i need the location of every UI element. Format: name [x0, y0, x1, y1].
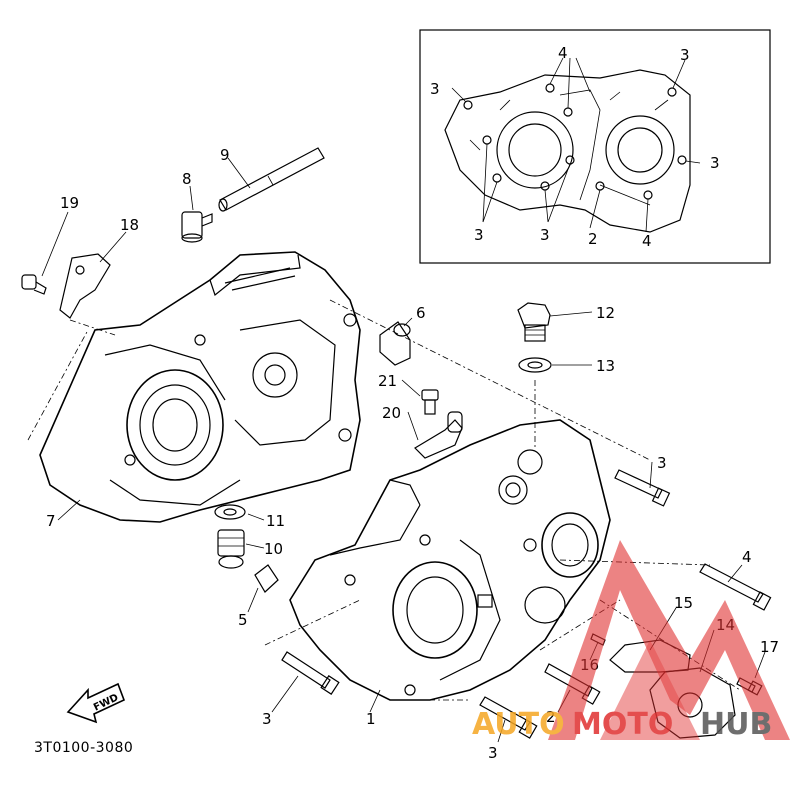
label-part-8: 8 [182, 170, 192, 188]
label-part-2: 2 [546, 708, 556, 726]
label-part-3-right: 3 [657, 454, 667, 472]
label-part-5: 5 [238, 611, 248, 629]
plug-part-10 [217, 529, 245, 569]
right-crankcase-half [289, 419, 611, 701]
inset-label-3-top-left: 3 [430, 80, 440, 98]
left-crankcase-half [39, 251, 361, 523]
bushing-part-6 [379, 321, 411, 366]
automotohub-watermark: AUTO MOTO HUB [472, 540, 790, 742]
label-part-3-bottom: 3 [488, 744, 498, 762]
label-part-15: 15 [674, 594, 693, 612]
bolt-part-3-bottom [479, 696, 538, 739]
label-part-7: 7 [46, 512, 56, 530]
inset-labels: 3 3 3 3 3 4 4 2 [430, 44, 720, 250]
label-part-9: 9 [220, 146, 230, 164]
inset-label-4-bottom: 4 [642, 232, 652, 250]
inset-label-3-top-right: 3 [680, 46, 690, 64]
watermark-text-moto: MOTO [572, 707, 673, 742]
fitting-part-8 [181, 211, 213, 243]
part-number-labels: 1 2 3 3 3 4 5 6 7 8 9 10 11 12 13 14 15 … [46, 146, 779, 762]
label-part-18: 18 [120, 216, 139, 234]
assembly-center-lines [27, 299, 741, 701]
watermark-text-auto: AUTO [472, 707, 565, 742]
inset-label-3-bottom-left: 3 [474, 226, 484, 244]
bracket-part-20 [414, 411, 463, 459]
bolt-part-3-right [614, 469, 671, 507]
inset-label-3-bottom-center: 3 [540, 226, 550, 244]
label-part-13: 13 [596, 357, 615, 375]
bolt-part-3-bottom-left [281, 651, 340, 695]
screw-part-19 [21, 274, 47, 295]
inset-label-2: 2 [588, 230, 598, 248]
shaft-part-9 [218, 147, 325, 212]
bracket-part-18 [59, 253, 111, 319]
diagram-code: 3T0100-3080 [34, 740, 133, 756]
inset-label-3-right: 3 [710, 154, 720, 172]
watermark-text-hub: HUB [700, 707, 772, 742]
fwd-text: FWD [92, 692, 120, 713]
washer-part-13 [518, 357, 552, 373]
label-part-3-bottom-left: 3 [262, 710, 272, 728]
inset-label-4-top: 4 [558, 44, 568, 62]
dowel-part-5 [254, 564, 279, 593]
washer-part-11 [214, 504, 246, 520]
label-part-17: 17 [760, 638, 779, 656]
label-part-6: 6 [416, 304, 426, 322]
label-part-4: 4 [742, 548, 752, 566]
label-part-10: 10 [264, 540, 283, 558]
label-part-20: 20 [382, 404, 401, 422]
plug-part-12 [517, 302, 551, 342]
label-part-12: 12 [596, 304, 615, 322]
inset-crankcase-view [419, 29, 771, 264]
label-part-21: 21 [378, 372, 397, 390]
label-part-11: 11 [266, 512, 285, 530]
forward-direction-arrow: FWD [66, 682, 126, 724]
bolt-part-4 [699, 563, 772, 611]
label-part-1: 1 [366, 710, 376, 728]
bolt-part-21 [421, 389, 439, 415]
label-part-19: 19 [60, 194, 79, 212]
